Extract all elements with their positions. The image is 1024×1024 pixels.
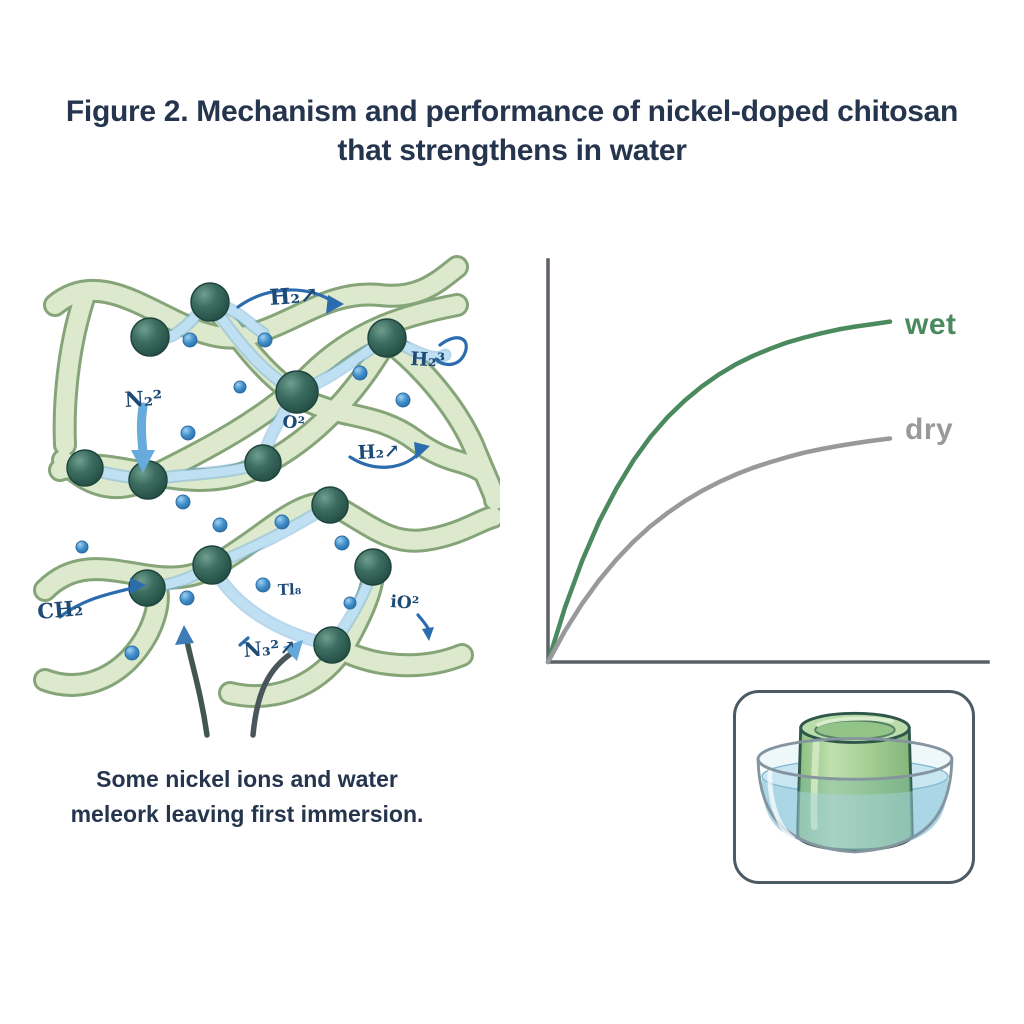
label-n2-left: N₂² [124, 385, 163, 412]
n2-down-arrow [136, 402, 148, 458]
water-beads [75, 332, 411, 661]
figure-title: Figure 2. Mechanism and performance of n… [0, 92, 1024, 170]
immersion-inset-panel [733, 690, 975, 884]
label-h2-mid: H₂↗ [357, 440, 400, 464]
beaker-illustration [756, 711, 954, 854]
diagram-caption-line2: meleork leaving first immersion. [70, 801, 424, 827]
label-o2-center: O² [281, 412, 305, 434]
wet-dry-performance-chart [545, 258, 990, 665]
chemical-labels: H₂↗ H₂³ N₂² O² H₂↗ CH₂ Tl₈ iO² N₃²↗ [36, 282, 445, 662]
figure-title-line2: that strengthens in water [337, 134, 687, 167]
dry-curve-label: dry [905, 413, 954, 446]
label-ch2: CH₂ [36, 595, 84, 624]
label-tl: Tl₈ [278, 580, 302, 599]
label-n3: N₃²↗ [243, 634, 297, 662]
annotation-arrows [58, 288, 468, 647]
upward-arrows [175, 625, 303, 738]
figure-title-line1: Figure 2. Mechanism and performance of n… [65, 95, 959, 128]
diagram-caption-line1: Some nickel ions and water [96, 766, 398, 792]
dry-curve [545, 436, 893, 665]
glass-highlight [767, 770, 796, 841]
upward-arrow-head-right [283, 640, 303, 661]
label-h2-right: H₂³ [410, 348, 446, 372]
dish-wall [756, 758, 954, 854]
wet-curve [545, 319, 893, 665]
water-front-overlay [761, 778, 948, 850]
polymer-network-diagram: H₂↗ H₂³ N₂² O² H₂↗ CH₂ Tl₈ iO² N₃²↗ [20, 245, 500, 738]
cylinder-submerged-tint [797, 778, 913, 850]
nickel-ion-nodes [66, 282, 407, 664]
label-h2-top: H₂↗ [269, 282, 320, 311]
wet-curve-label: wet [905, 308, 957, 341]
green-cylinder [796, 711, 914, 852]
label-io2: iO² [390, 592, 420, 614]
upward-arrow-head-left [175, 625, 194, 645]
diagram-caption: Some nickel ions and water meleork leavi… [47, 762, 447, 832]
